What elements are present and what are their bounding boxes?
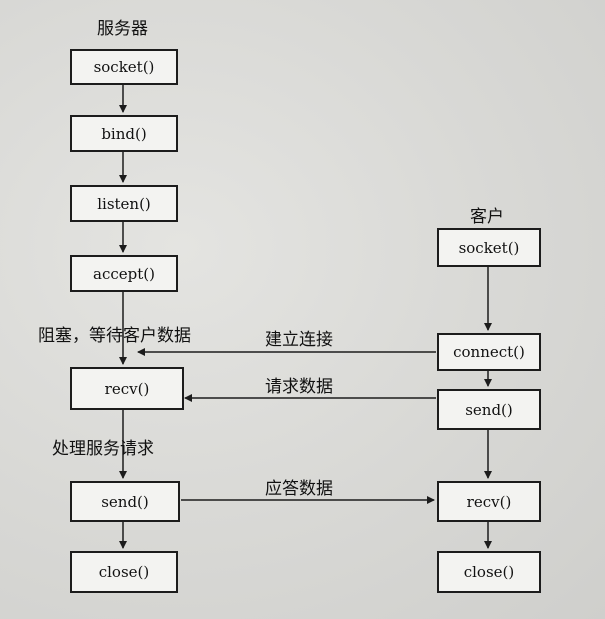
server-accept-box: accept()	[70, 255, 178, 292]
request-message-label: 请求数据	[265, 377, 333, 397]
server-close-box: close()	[70, 551, 178, 593]
server-listen-box: listen()	[70, 185, 178, 222]
server-title: 服务器	[97, 19, 148, 39]
server-socket-box: socket()	[70, 49, 178, 85]
client-title: 客户	[470, 207, 504, 227]
client-close-box: close()	[437, 551, 541, 593]
connect-message-label: 建立连接	[265, 330, 333, 350]
client-send-box: send()	[437, 389, 541, 430]
process-note: 处理服务请求	[52, 439, 154, 459]
response-message-label: 应答数据	[265, 479, 333, 499]
server-send-box: send()	[70, 481, 180, 522]
client-connect-box: connect()	[437, 333, 541, 371]
server-recv-box: recv()	[70, 367, 184, 410]
client-recv-box: recv()	[437, 481, 541, 522]
client-socket-box: socket()	[437, 228, 541, 267]
blocking-note: 阻塞，等待客户数据	[38, 326, 191, 346]
server-bind-box: bind()	[70, 115, 178, 152]
